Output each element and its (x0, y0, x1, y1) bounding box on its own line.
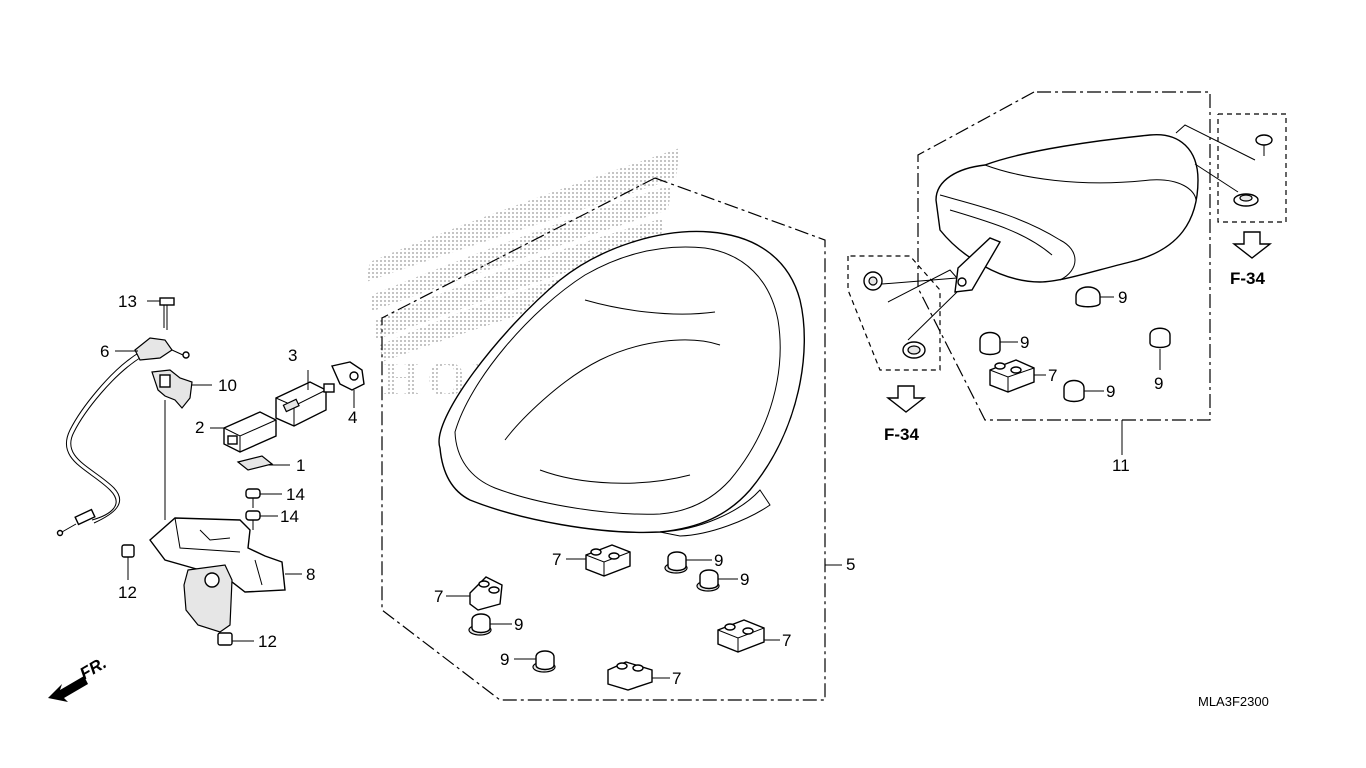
callout-9-f: 9 (1020, 333, 1029, 352)
callout-8: 8 (306, 565, 315, 584)
block-7-e (989, 359, 1035, 393)
rubber-9-b (696, 569, 720, 592)
block-7-a (585, 544, 631, 577)
callout-4: 4 (348, 408, 357, 427)
callout-6: 6 (100, 342, 109, 361)
block-7-b (469, 576, 503, 611)
callout-13: 13 (118, 292, 137, 311)
callout-5: 5 (846, 555, 855, 574)
rubber-9-f (979, 331, 1001, 356)
reference-label-right: F-34 (1230, 269, 1266, 288)
callout-10: 10 (218, 376, 237, 395)
callout-9-a: 9 (714, 551, 723, 570)
rubber-9-c (468, 613, 492, 636)
callout-7-d: 7 (672, 669, 681, 688)
callout-3: 3 (288, 346, 297, 365)
callout-2: 2 (195, 418, 204, 437)
reference-arrow-left (885, 385, 927, 413)
callout-9-c: 9 (514, 615, 523, 634)
rubber-9-e (1075, 286, 1101, 308)
callout-9-d: 9 (500, 650, 509, 669)
reference-arrow-right (1231, 231, 1273, 259)
callout-7-a: 7 (552, 550, 561, 569)
rider-seat-group (381, 177, 826, 701)
block-7-d (607, 661, 653, 691)
callout-9-h: 9 (1106, 382, 1115, 401)
callout-7-b: 7 (434, 587, 443, 606)
rubber-9-a (664, 551, 688, 574)
bolt-14-upper (245, 488, 261, 508)
rubber-9-h (1063, 379, 1085, 403)
passenger-seat-group (847, 91, 1287, 421)
callout-9-g: 9 (1154, 374, 1163, 393)
rubber-9-g (1149, 327, 1171, 349)
leader-lines (115, 296, 1161, 679)
callout-11: 11 (1112, 456, 1130, 475)
block-7-c (717, 619, 765, 653)
callout-14-lower: 14 (280, 507, 299, 526)
callout-7-e: 7 (1048, 366, 1057, 385)
callout-1: 1 (296, 456, 305, 475)
callout-12-lower: 12 (258, 632, 277, 651)
callout-9-e: 9 (1118, 288, 1127, 307)
diagram-code: MLA3F2300 (1198, 694, 1269, 709)
reference-label-left: F-34 (884, 425, 920, 444)
callout-7-c: 7 (782, 631, 791, 650)
callout-12-left: 12 (118, 583, 137, 602)
rubber-9-d (532, 650, 556, 673)
electronic-parts (223, 361, 365, 471)
callout-9-b: 9 (740, 570, 749, 589)
callout-14-upper: 14 (286, 485, 305, 504)
front-direction-arrow (48, 676, 88, 702)
seat-lock-cable-assembly (56, 297, 286, 646)
bolt-inset (1255, 134, 1273, 156)
